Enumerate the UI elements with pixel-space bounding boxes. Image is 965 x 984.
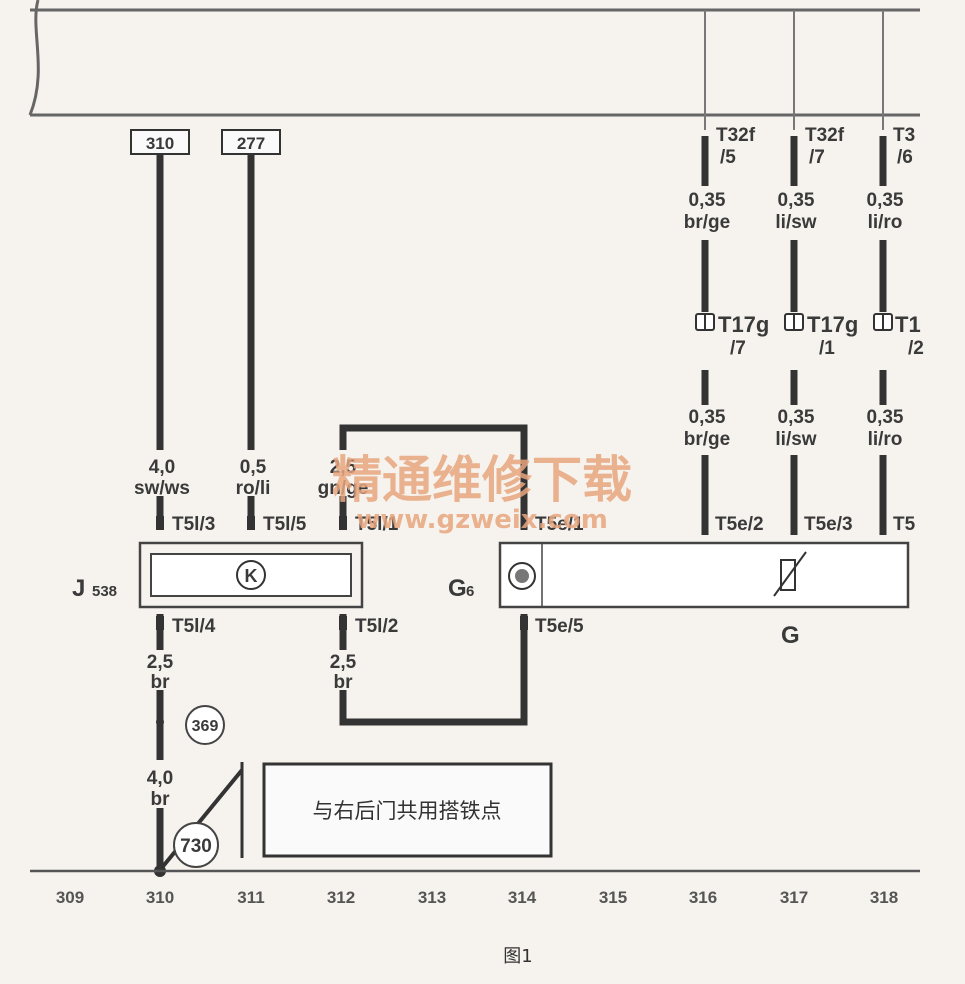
column-number: 310 bbox=[146, 888, 174, 907]
column-number: 318 bbox=[870, 888, 898, 907]
wire-label-gauge: 0,35 bbox=[867, 190, 904, 211]
ground-730: 730 bbox=[154, 762, 244, 877]
connector-label: /1 bbox=[819, 338, 835, 359]
component-sublabel-g6: 6 bbox=[466, 583, 474, 600]
component-j538: K bbox=[138, 541, 364, 609]
pin-label: T5e/1 bbox=[535, 514, 584, 535]
component-sublabel-j538: 538 bbox=[92, 583, 117, 600]
wire-label-gauge: 2,5 bbox=[330, 457, 357, 478]
pin-label: T5l/1 bbox=[355, 514, 399, 535]
note-box: 与右后门共用搭铁点 bbox=[262, 762, 553, 858]
connector-label: /7 bbox=[809, 147, 825, 168]
variable-resistor-icon bbox=[780, 559, 796, 591]
watermark-title: 精通维修下载 bbox=[332, 450, 632, 509]
wire-label-color: br/ge bbox=[684, 429, 730, 450]
connector-label: /5 bbox=[720, 147, 736, 168]
wire-label-gauge: 0,35 bbox=[778, 190, 815, 211]
wire-label-color: ro/li bbox=[236, 478, 271, 499]
column-number: 316 bbox=[689, 888, 717, 907]
wire-label-gauge: 2,5 bbox=[147, 652, 174, 673]
wire-label-gauge: 2,5 bbox=[330, 652, 357, 673]
ground-730-label: 730 bbox=[180, 836, 212, 857]
pin-markers bbox=[156, 516, 528, 630]
column-number: 317 bbox=[780, 888, 808, 907]
column-number: 311 bbox=[237, 888, 264, 907]
connector-label: /7 bbox=[730, 338, 746, 359]
t17g-connector-icons bbox=[695, 313, 893, 331]
component-g bbox=[498, 541, 910, 609]
pin-label: T5l/5 bbox=[263, 514, 307, 535]
ref-box-310: 310 bbox=[130, 129, 190, 155]
column-number: 315 bbox=[599, 888, 627, 907]
splice-369-label: 369 bbox=[192, 718, 219, 735]
relay-k-label: K bbox=[245, 566, 258, 586]
pin-label: T5l/4 bbox=[172, 616, 216, 637]
wire-label-color: br bbox=[151, 789, 171, 810]
connector-label: T32f bbox=[716, 125, 756, 146]
pin-label: T5 bbox=[893, 514, 916, 535]
wire-label-color: br bbox=[151, 672, 171, 693]
wire-label-color: gn/ge bbox=[318, 478, 369, 499]
connector-label: T17g bbox=[807, 312, 858, 337]
relay-k-icon bbox=[236, 560, 266, 590]
pin-label: T5l/3 bbox=[172, 514, 215, 535]
pin-label: T5l/2 bbox=[355, 616, 398, 637]
wire-label-gauge: 4,0 bbox=[147, 768, 173, 789]
pin-label: T5e/2 bbox=[715, 514, 764, 535]
variable-resistor-arrow-icon bbox=[773, 551, 807, 597]
wire-label-color: li/ro bbox=[868, 429, 903, 450]
component-label-g6: G bbox=[448, 575, 467, 602]
fuel-gauge-center-icon bbox=[515, 569, 529, 583]
wire-label-color: br/ge bbox=[684, 212, 730, 233]
connector-label: T17g bbox=[718, 312, 769, 337]
wire-label-color: li/sw bbox=[775, 212, 816, 233]
component-label-j538: J bbox=[72, 575, 85, 602]
ref-277-label: 277 bbox=[237, 134, 265, 153]
wire-label-color: br bbox=[334, 672, 354, 693]
figure-caption: 图1 bbox=[503, 946, 532, 967]
thick-wires-right bbox=[701, 136, 887, 535]
splice-369: 369 bbox=[156, 705, 225, 745]
connector-label: /6 bbox=[897, 147, 913, 168]
connector-label: T1 bbox=[895, 312, 921, 337]
pin-label: T5e/3 bbox=[804, 514, 853, 535]
ref-310-label: 310 bbox=[146, 134, 174, 153]
component-label-g: G bbox=[781, 622, 800, 649]
column-number: 312 bbox=[327, 888, 355, 907]
wire-label-gauge: 0,35 bbox=[689, 407, 726, 428]
top-harness-frame bbox=[28, 0, 920, 117]
wire-label-color: sw/ws bbox=[134, 478, 190, 499]
watermark-url: www.gzweix.com bbox=[356, 505, 608, 535]
column-number: 313 bbox=[418, 888, 446, 907]
connector-label: T32f bbox=[805, 125, 845, 146]
wire-label-color: li/sw bbox=[775, 429, 816, 450]
wire-label-color: li/ro bbox=[868, 212, 903, 233]
wire-label-gauge: 4,0 bbox=[149, 457, 175, 478]
thin-feeds bbox=[704, 10, 884, 130]
wire-label-gauge: 0,35 bbox=[689, 190, 726, 211]
pin-label: T5e/5 bbox=[535, 616, 584, 637]
wire-label-gauge: 0,35 bbox=[778, 407, 815, 428]
column-number: 309 bbox=[56, 888, 84, 907]
connector-label: /2 bbox=[908, 338, 924, 359]
column-numbers: 309 310 311 312 313 314 315 316 317 318 bbox=[56, 888, 898, 907]
column-number: 314 bbox=[508, 888, 537, 907]
note-text: 与右后门共用搭铁点 bbox=[313, 799, 502, 823]
wire-label-gauge: 0,35 bbox=[867, 407, 904, 428]
connector-label: T3 bbox=[893, 125, 915, 146]
wire-label-gauge: 0,5 bbox=[240, 457, 267, 478]
ref-box-277: 277 bbox=[221, 129, 281, 155]
